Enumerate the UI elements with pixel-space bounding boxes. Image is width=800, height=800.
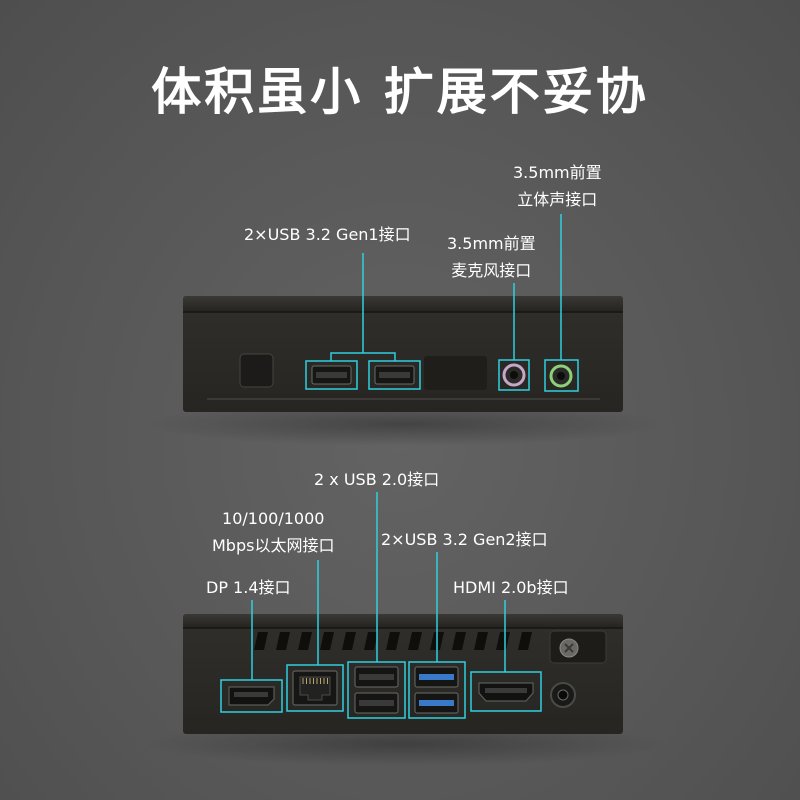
front-callout-lines xyxy=(330,214,562,361)
rear-lid xyxy=(183,614,623,628)
label-mic-line1: 3.5mm前置 xyxy=(447,234,536,253)
hdmi-port-highlight xyxy=(470,671,542,712)
label-ethernet-line1: 10/100/1000 xyxy=(222,509,325,528)
ir-window xyxy=(424,356,487,390)
front-device-shadow xyxy=(144,402,664,446)
ethernet-port-highlight xyxy=(286,664,344,712)
label-dp: DP 1.4接口 xyxy=(206,578,291,597)
label-ethernet: 10/100/1000 Mbps以太网接口 xyxy=(212,505,334,559)
label-stereo-line1: 3.5mm前置 xyxy=(513,163,602,182)
power-button xyxy=(239,353,274,388)
front-device xyxy=(144,214,664,446)
label-usb20: 2 x USB 2.0接口 xyxy=(314,470,440,489)
headline: 体积虽小 扩展不妥协 xyxy=(151,63,649,121)
rear-device xyxy=(144,492,664,766)
label-stereo-line2: 立体声接口 xyxy=(517,190,598,209)
front-lid xyxy=(183,296,623,312)
label-usb-gen1: 2×USB 3.2 Gen1接口 xyxy=(244,225,411,244)
label-stereo: 3.5mm前置 立体声接口 xyxy=(513,159,602,213)
rear-callout-lines xyxy=(251,492,506,680)
label-mic: 3.5mm前置 麦克风接口 xyxy=(447,230,536,284)
label-mic-line2: 麦克风接口 xyxy=(451,261,532,280)
front-panel-line xyxy=(207,398,600,400)
label-hdmi: HDMI 2.0b接口 xyxy=(453,578,569,597)
label-usb-gen2: 2×USB 3.2 Gen2接口 xyxy=(381,530,548,549)
label-ethernet-line2: Mbps以太网接口 xyxy=(212,536,335,555)
